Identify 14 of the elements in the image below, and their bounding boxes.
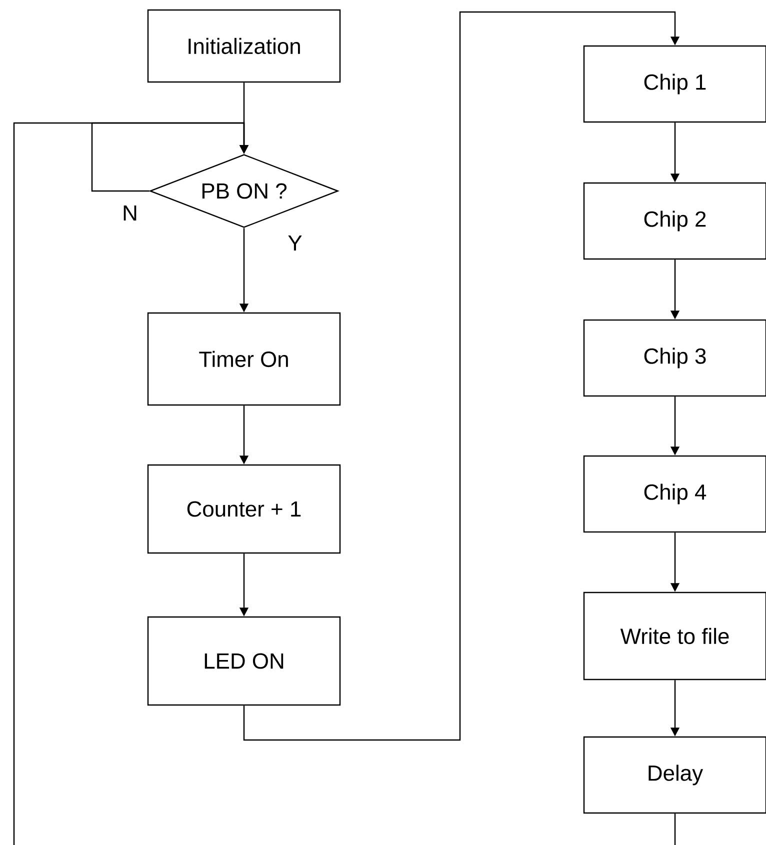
- process-box: Delay: [583, 736, 766, 814]
- process-box: Chip 1: [583, 45, 766, 123]
- process-box: Chip 4: [583, 455, 766, 533]
- process-box: Chip 3: [583, 319, 766, 397]
- arrow: [13, 122, 249, 845]
- process-box: Initialization: [147, 9, 341, 83]
- process-box: Write to file: [583, 592, 766, 680]
- process-box: Timer On: [147, 312, 341, 406]
- process-box: Counter + 1: [147, 464, 341, 554]
- arrow: [243, 11, 680, 741]
- process-box: LED ON: [147, 616, 341, 706]
- process-box: Chip 2: [583, 182, 766, 260]
- edge-label: Y: [286, 234, 304, 252]
- edge-label: N: [120, 204, 140, 222]
